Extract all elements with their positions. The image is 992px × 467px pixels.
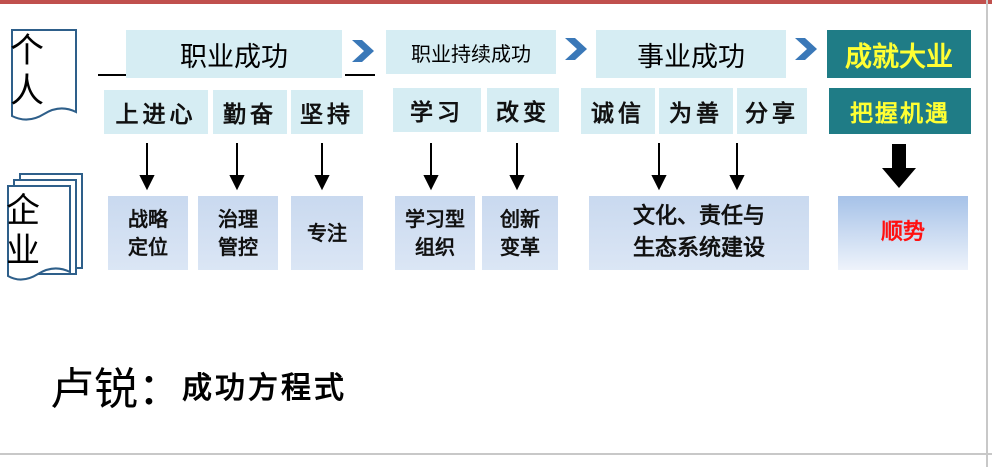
multi-document-icon	[7, 173, 83, 281]
enterprise-learning-organization: 学习型 组织	[395, 196, 475, 270]
quality-text: 把握机遇	[850, 100, 950, 127]
chevron-right-icon	[795, 38, 817, 60]
enterprise-text: 顺势	[880, 220, 925, 245]
quality-diligence: 勤奋	[213, 90, 287, 134]
enterprise-doc-shape	[6, 172, 84, 286]
enterprise-text: 学习型 组织	[405, 207, 465, 259]
top-accent-line	[0, 0, 992, 4]
enterprise-governance-control: 治理 管控	[198, 196, 278, 270]
bottom-border	[0, 453, 992, 455]
quality-text: 坚持	[300, 101, 354, 128]
enterprise-follow-trend: 顺势	[838, 196, 968, 270]
quality-ambition: 上进心	[104, 90, 208, 134]
enterprise-text: 战略 定位	[128, 207, 168, 259]
enterprise-text: 文化、责任与 生态系统建设	[632, 204, 765, 261]
stage-career-success: 职业成功	[126, 30, 342, 78]
enterprise-text: 专注	[307, 221, 347, 245]
chevron-right-icon	[565, 38, 587, 60]
quality-integrity: 诚信	[581, 88, 655, 134]
author-name: 卢锐：	[50, 364, 182, 415]
quality-text: 分享	[745, 100, 799, 127]
baseline-left	[98, 74, 128, 76]
enterprise-strategic-positioning: 战略 定位	[108, 196, 188, 270]
enterprise-label: 企业	[6, 188, 70, 274]
person-label-text: 个人	[10, 31, 44, 111]
enterprise-culture-responsibility-ecosystem: 文化、责任与 生态系统建设	[589, 196, 809, 270]
quality-text: 勤奋	[223, 101, 277, 128]
stage-sustained-career-success: 职业持续成功	[386, 30, 556, 74]
stage-label: 职业成功	[180, 41, 288, 73]
quality-text: 上进心	[115, 101, 197, 128]
enterprise-innovation-reform: 创新 变革	[482, 196, 558, 270]
quality-seize-opportunity: 把握机遇	[829, 88, 971, 134]
person-doc-shape	[10, 28, 80, 128]
quality-sharing: 分享	[737, 88, 807, 134]
right-border	[986, 0, 988, 467]
enterprise-label-text: 企业	[6, 191, 40, 271]
chevron-right-icon	[352, 40, 374, 62]
footer-title: 卢锐： 成功方程式	[50, 355, 347, 415]
quality-text: 为善	[669, 100, 723, 127]
quality-learning: 学习	[393, 88, 481, 132]
quality-text: 诚信	[591, 100, 645, 127]
stage-label: 事业成功	[637, 41, 745, 73]
person-label: 个人	[10, 28, 76, 114]
stage-label: 成就大业	[845, 41, 953, 73]
stage-great-achievement: 成就大业	[827, 30, 971, 78]
baseline-mid	[345, 74, 375, 76]
enterprise-focus: 专注	[291, 196, 363, 270]
stage-business-success: 事业成功	[596, 30, 786, 78]
document-icon	[11, 29, 77, 121]
enterprise-text: 创新 变革	[500, 207, 540, 259]
quality-text: 改变	[496, 99, 550, 126]
enterprise-text: 治理 管控	[218, 207, 258, 259]
formula-label: 成功方程式	[182, 371, 347, 406]
quality-change: 改变	[487, 88, 559, 132]
quality-kindness: 为善	[659, 88, 733, 134]
quality-text: 学习	[410, 99, 464, 126]
quality-persistence: 坚持	[291, 90, 363, 134]
stage-label: 职业持续成功	[411, 41, 531, 66]
